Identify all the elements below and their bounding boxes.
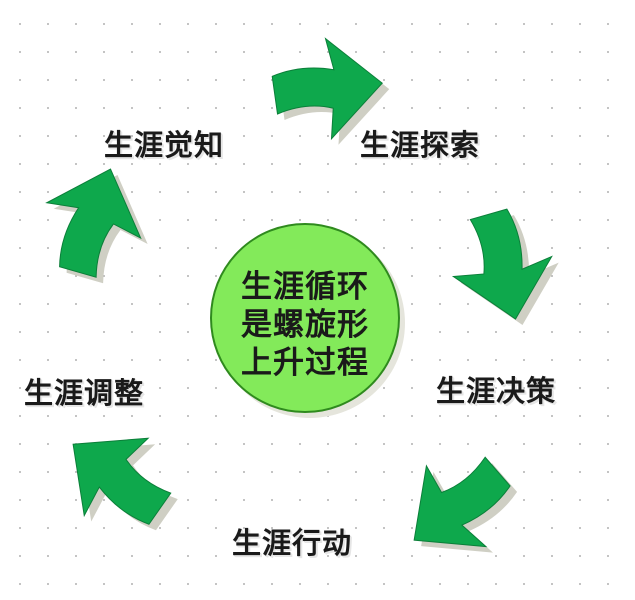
arrow-exploration-to-decision <box>439 200 566 333</box>
stage-label-exploration: 生涯探索 <box>360 128 481 162</box>
center-line: 是螺旋形 <box>241 307 369 343</box>
arrow-adjustment-to-awareness <box>30 154 158 287</box>
arrow-action-to-adjustment <box>42 404 190 550</box>
arrow-decision-to-action <box>382 432 531 580</box>
center-text: 生涯循环 是螺旋形 上升过程 <box>210 230 400 420</box>
center-circle <box>210 223 400 413</box>
stage-label-awareness: 生涯觉知 <box>104 128 225 162</box>
stage-label-action: 生涯行动 <box>232 526 353 560</box>
center-line: 生涯循环 <box>241 269 369 305</box>
stage-label-adjustment: 生涯调整 <box>24 376 145 410</box>
center-line: 上升过程 <box>241 345 369 381</box>
stage-label-decision: 生涯决策 <box>436 374 557 408</box>
